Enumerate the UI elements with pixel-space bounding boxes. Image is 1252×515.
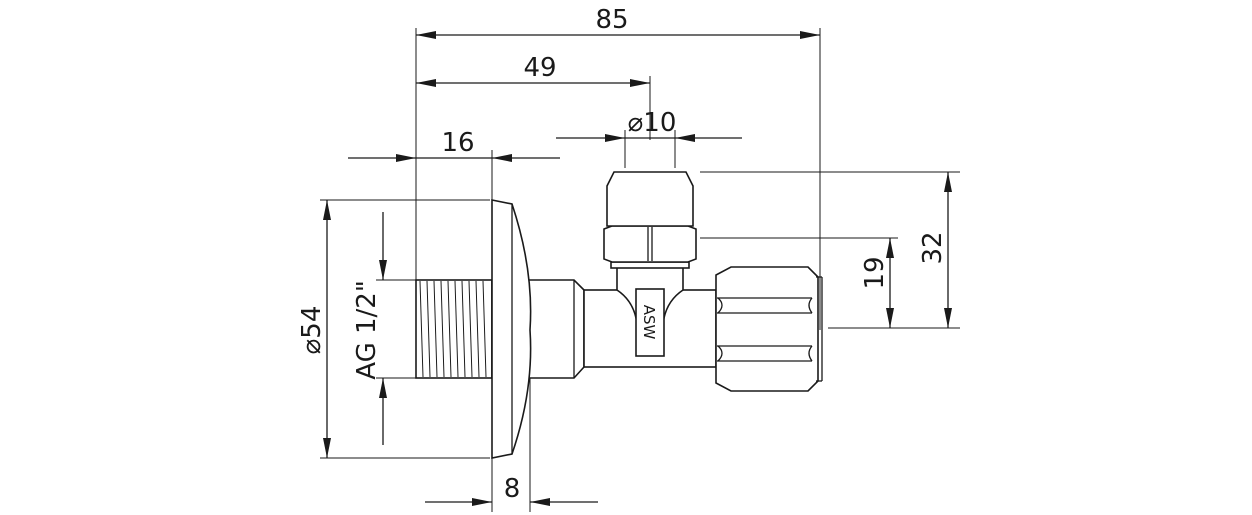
dim-label-16: 16 <box>441 128 474 158</box>
valve-body: ASW <box>415 171 823 459</box>
dim-label-32: 32 <box>918 231 948 264</box>
compression-nut <box>603 225 697 263</box>
dim-label-49: 49 <box>523 53 556 83</box>
dim-label-outlet-diameter: ⌀10 <box>628 108 677 138</box>
dim-label-19: 19 <box>860 256 890 289</box>
outlet-cap <box>606 171 694 227</box>
wall-rosette <box>491 199 532 459</box>
dim-label-thread-spec: AG 1/2" <box>352 280 382 380</box>
dim-label-85: 85 <box>595 5 628 35</box>
brand-label: ASW <box>640 305 658 340</box>
dimension-lines <box>323 31 952 506</box>
dim-label-8: 8 <box>504 474 521 504</box>
dim-label-rosette-diameter: ⌀54 <box>297 306 327 355</box>
thread-hatching <box>419 280 487 378</box>
brand-plate <box>635 288 665 357</box>
handle-knob <box>715 266 819 392</box>
